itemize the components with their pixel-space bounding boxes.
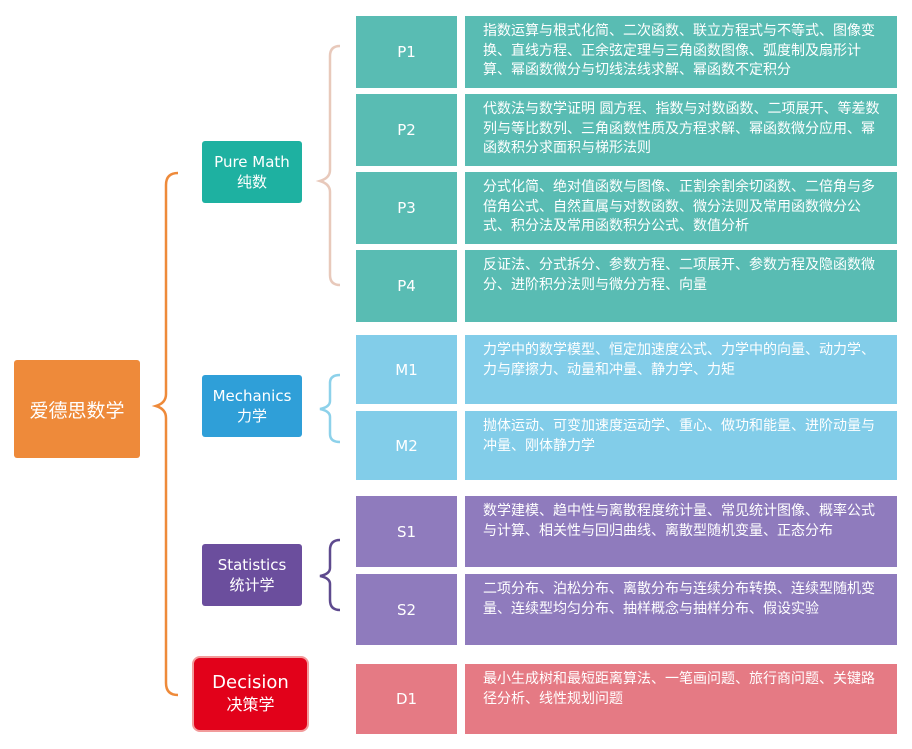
module-desc-p2: 代数法与数学证明 圆方程、指数与对数函数、二项展开、等差数列与等比数列、三角函数…	[465, 94, 897, 166]
module-code: D1	[395, 690, 418, 708]
module-code-p1: P1	[356, 16, 457, 88]
category-label-zh: 统计学	[229, 576, 275, 594]
module-desc-p1: 指数运算与根式化简、二次函数、联立方程式与不等式、图像变换、直线方程、正余弦定理…	[465, 16, 897, 88]
module-code-m1: M1	[356, 335, 457, 404]
pure-brace	[315, 44, 341, 287]
module-code: P3	[397, 199, 416, 217]
module-text: 代数法与数学证明 圆方程、指数与对数函数、二项展开、等差数列与等比数列、三角函数…	[483, 101, 880, 156]
module-desc-s1: 数学建模、趋中性与离散程度统计量、常见统计图像、概率公式与计算、相关性与回归曲线…	[465, 496, 897, 567]
module-code: M1	[395, 360, 418, 379]
module-text: 分式化简、绝对值函数与图像、正割余割余切函数、二倍角与多倍角公式、自然直属与对数…	[483, 179, 875, 234]
module-text: 力学中的数学模型、恒定加速度公式、力学中的向量、动力学、力与摩擦力、动量和冲量、…	[483, 342, 875, 378]
module-code: P4	[397, 277, 416, 295]
module-text: 最小生成树和最短距离算法、一笔画问题、旅行商问题、关键路径分析、线性规划问题	[483, 671, 875, 707]
module-code-s2: S2	[356, 574, 457, 645]
category-label-zh: 纯数	[236, 173, 267, 191]
root-label: 爱德思数学	[29, 399, 125, 422]
category-mechanics: Mechanics 力学	[202, 375, 302, 437]
module-code: M2	[395, 436, 418, 455]
category-label-en: Decision	[212, 672, 289, 693]
category-label-zh: 力学	[236, 407, 267, 425]
category-label-zh: 决策学	[226, 695, 275, 714]
root-node: 爱德思数学	[14, 360, 140, 458]
module-code-p3: P3	[356, 172, 457, 244]
module-desc-m1: 力学中的数学模型、恒定加速度公式、力学中的向量、动力学、力与摩擦力、动量和冲量、…	[465, 335, 897, 404]
module-code-p2: P2	[356, 94, 457, 166]
module-text: 二项分布、泊松分布、离散分布与连续分布转换、连续型随机变量、连续型均匀分布、抽样…	[483, 581, 875, 617]
category-label-en: Statistics	[217, 556, 287, 574]
module-text: 数学建模、趋中性与离散程度统计量、常见统计图像、概率公式与计算、相关性与回归曲线…	[483, 503, 875, 539]
module-code: P1	[397, 43, 416, 61]
module-code: S2	[396, 600, 417, 619]
category-label-en: Pure Math	[214, 153, 290, 171]
module-desc-m2: 抛体运动、可变加速度运动学、重心、做功和能量、进阶动量与冲量、刚体静力学	[465, 411, 897, 480]
category-statistics: Statistics 统计学	[202, 544, 302, 606]
module-code: S1	[396, 522, 417, 541]
module-code: P2	[397, 121, 416, 139]
module-code-m2: M2	[356, 411, 457, 480]
module-desc-p4: 反证法、分式拆分、参数方程、二项展开、参数方程及隐函数微分、进阶积分法则与微分方…	[465, 250, 897, 322]
category-decision: Decision 决策学	[192, 656, 309, 732]
module-desc-s2: 二项分布、泊松分布、离散分布与连续分布转换、连续型随机变量、连续型均匀分布、抽样…	[465, 574, 897, 645]
stat-brace	[319, 538, 341, 612]
category-pure-math: Pure Math 纯数	[202, 141, 302, 203]
mech-brace	[319, 373, 341, 444]
module-text: 指数运算与根式化简、二次函数、联立方程式与不等式、图像变换、直线方程、正余弦定理…	[483, 23, 875, 78]
module-desc-p3: 分式化简、绝对值函数与图像、正割余割余切函数、二倍角与多倍角公式、自然直属与对数…	[465, 172, 897, 244]
module-code-p4: P4	[356, 250, 457, 322]
module-code-s1: S1	[356, 496, 457, 567]
module-text: 抛体运动、可变加速度运动学、重心、做功和能量、进阶动量与冲量、刚体静力学	[483, 418, 875, 454]
module-text: 反证法、分式拆分、参数方程、二项展开、参数方程及隐函数微分、进阶积分法则与微分方…	[483, 257, 875, 293]
root-brace	[151, 171, 179, 697]
module-code-d1: D1	[356, 664, 457, 734]
module-desc-d1: 最小生成树和最短距离算法、一笔画问题、旅行商问题、关键路径分析、线性规划问题	[465, 664, 897, 734]
category-label-en: Mechanics	[212, 387, 292, 405]
